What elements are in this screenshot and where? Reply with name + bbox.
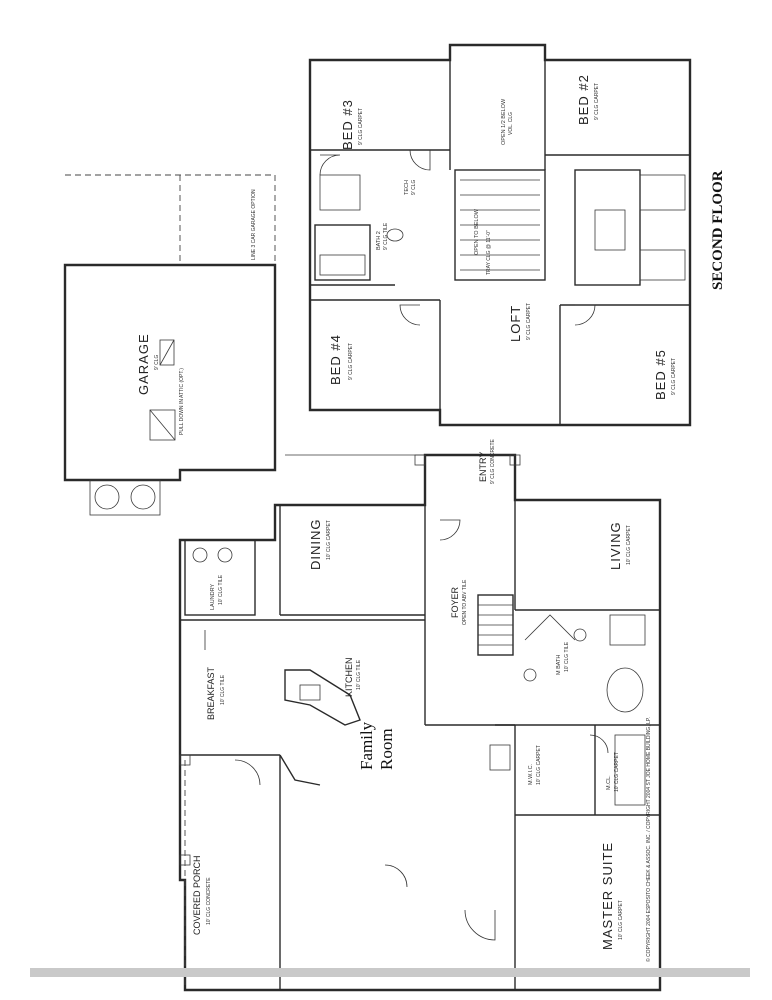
- room-detail-bed3: 9' CLG CARPET: [358, 108, 364, 145]
- room-label-entry: ENTRY: [478, 452, 488, 482]
- floor-title: SECOND FLOOR: [710, 170, 726, 290]
- room-detail-bath2: 9' CLG TILE: [383, 222, 389, 250]
- room-detail-dining: 10' CLG CARPET: [326, 520, 332, 560]
- room-label-bed2: BED #2: [576, 74, 591, 125]
- room-label-bed5: BED #5: [653, 349, 668, 400]
- room-detail-garage: 9' CLG: [154, 354, 160, 370]
- room-detail-master: 10' CLG CARPET: [618, 900, 624, 940]
- room-label-bath2: BATH 2: [376, 231, 382, 250]
- room-label-garage: GARAGE: [136, 333, 151, 395]
- room-detail-bed5: 9' CLG CARPET: [671, 358, 677, 395]
- room-label-living: LIVING: [608, 521, 623, 570]
- room-detail-kitchen: 10' CLG TILE: [356, 659, 362, 690]
- family-room-label-line2: Room: [377, 728, 396, 770]
- second-floor-plan: [308, 43, 692, 427]
- room-label-kitchen: KITCHEN: [344, 657, 354, 697]
- room-label-mbath: M BATH: [556, 655, 562, 675]
- room-detail-breakfast: 10' CLG TILE: [220, 674, 226, 705]
- garage-option-note: LINE 3 CAR GARAGE OPTION: [251, 189, 257, 260]
- room-label-laundry: LAUNDRY: [210, 583, 216, 610]
- room-label-dining: DINING: [308, 519, 323, 571]
- room-label-bed4: BED #4: [328, 334, 343, 385]
- room-label-open-below: OPEN 1/2 BELOW: [501, 98, 507, 145]
- room-labels: BED #3 9' CLG CARPET BED #2 9' CLG CARPE…: [136, 74, 726, 962]
- room-label-bed3: BED #3: [340, 99, 355, 150]
- room-detail-loft: 9' CLG CARPET: [526, 303, 532, 340]
- room-detail-open-to-below: TRAY CLG @ 11'-0": [486, 230, 492, 275]
- room-detail-open-below: VOL. CLG: [508, 112, 514, 135]
- room-detail-foyer: OPEN TO ABV TILE: [462, 579, 468, 625]
- room-detail-mcl: 10' CLG CARPET: [614, 752, 620, 792]
- room-label-foyer: FOYER: [450, 586, 460, 618]
- pull-down-note: PULL DOWN IN ATTIC (OPT.): [179, 368, 185, 435]
- room-label-covered-porch: COVERED PORCH: [192, 855, 202, 935]
- family-room-label: Family: [357, 721, 376, 770]
- room-detail-covered-porch: 10' CLG CONCRETE: [206, 877, 212, 925]
- room-detail-entry: 9' CLG CONCRETE: [490, 438, 496, 484]
- room-label-breakfast: BREAKFAST: [206, 666, 216, 720]
- room-label-open-to-below: OPEN TO BELOW: [474, 208, 480, 255]
- room-label-master: MASTER SUITE: [600, 842, 615, 950]
- room-label-tech: TECH: [404, 180, 410, 195]
- first-floor-plan: [63, 174, 662, 992]
- room-detail-mbath: 10' CLG TILE: [564, 641, 570, 672]
- copyright-note: © COPYRIGHT 2004 ESPOSITO CHEEK & ASSOC.…: [645, 717, 652, 962]
- room-detail-laundry: 10' CLG TILE: [218, 574, 224, 605]
- room-detail-bed2: 9' CLG CARPET: [594, 83, 600, 120]
- room-label-mwic: M.W.I.C.: [528, 763, 534, 785]
- room-label-mcl: M.CL.: [606, 775, 612, 790]
- room-detail-mwic: 10' CLG CARPET: [536, 745, 542, 785]
- room-detail-tech: 9' CLG: [411, 179, 417, 195]
- room-label-loft: LOFT: [508, 305, 523, 342]
- room-detail-bed4: 9' CLG CARPET: [348, 343, 354, 380]
- room-detail-living: 10' CLG CARPET: [626, 525, 632, 565]
- page-footer-bar: [30, 968, 750, 977]
